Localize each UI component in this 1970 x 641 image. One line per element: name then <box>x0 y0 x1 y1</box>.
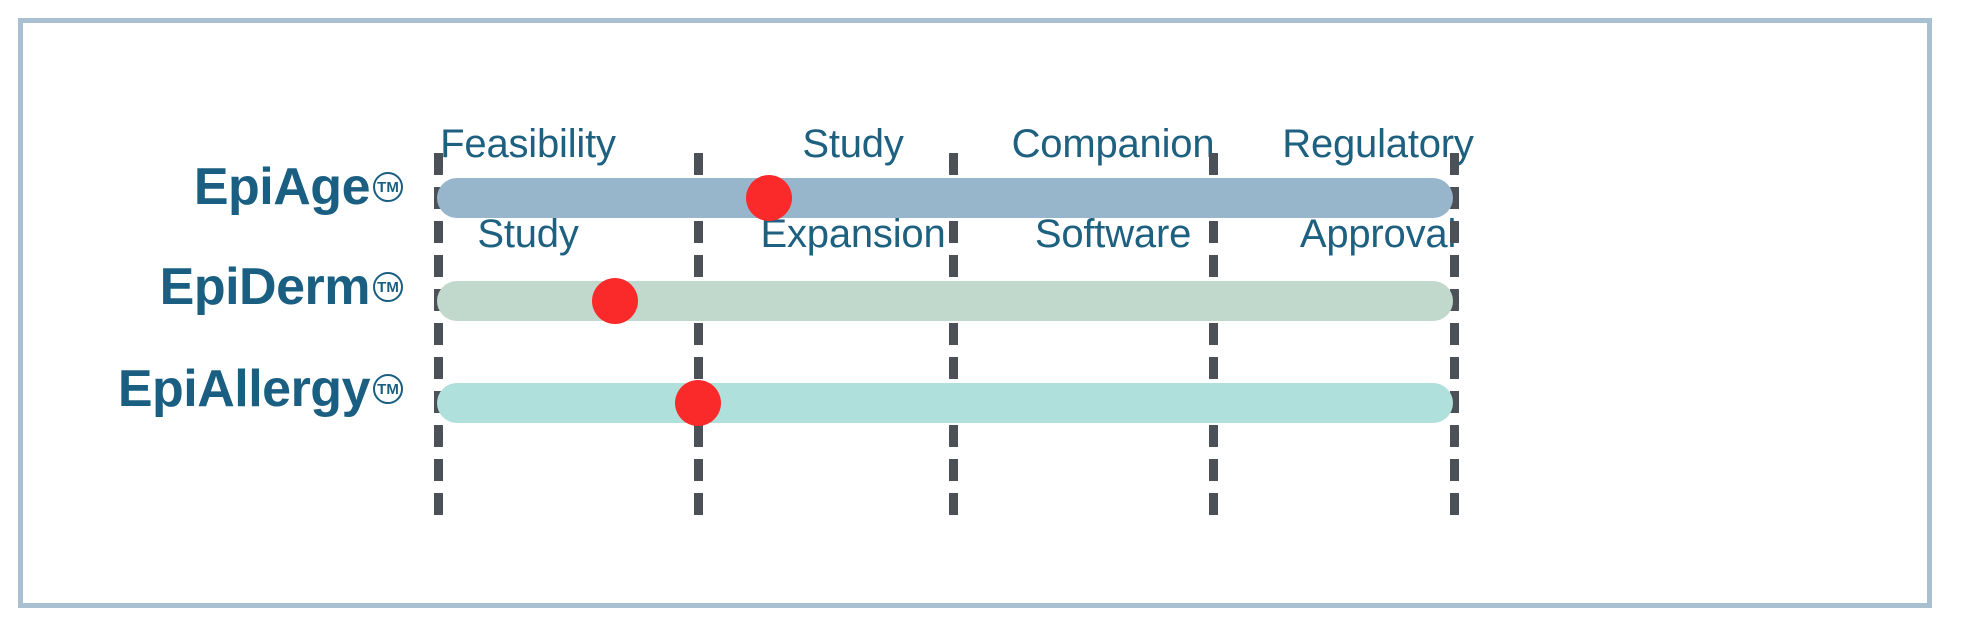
milestone-header-regulatory-approval: Regulatory Approval <box>1213 77 1543 302</box>
milestone-header-feasibility-study: Feasibility Study <box>363 77 693 302</box>
progress-track-epiallergy[interactable] <box>437 383 1453 423</box>
trademark-icon: TM <box>373 374 403 404</box>
milestone-header-line2: Study <box>477 212 579 256</box>
progress-marker-epiage[interactable] <box>746 175 792 221</box>
trademark-icon: TM <box>373 272 403 302</box>
progress-marker-epiderm[interactable] <box>592 278 638 324</box>
milestone-header-line2: Software <box>1034 212 1192 256</box>
product-name: EpiAge <box>193 158 371 216</box>
milestone-divider-start <box>434 153 443 523</box>
milestone-header-line1: Study <box>802 122 904 166</box>
milestone-header-line1: Companion <box>1011 122 1215 166</box>
milestone-header-companion-software: Companion Software <box>948 77 1278 302</box>
milestone-header-line2: Expansion <box>760 212 946 256</box>
milestone-divider-2 <box>949 153 958 523</box>
milestone-header-line1: Feasibility <box>440 122 616 166</box>
progress-track-epiage[interactable] <box>437 178 1453 218</box>
milestone-header-line2: Approval <box>1299 212 1457 256</box>
trademark-icon: TM <box>373 172 403 202</box>
progress-marker-epiallergy[interactable] <box>675 380 721 426</box>
milestone-divider-3 <box>1209 153 1218 523</box>
roadmap-frame: Feasibility Study Study Expansion Compan… <box>18 18 1932 608</box>
product-name: EpiDerm <box>159 258 371 316</box>
milestone-divider-end <box>1450 153 1459 523</box>
milestone-header-row: Feasibility Study Study Expansion Compan… <box>23 23 1927 603</box>
milestone-header-line1: Regulatory <box>1282 122 1474 166</box>
progress-track-epiderm[interactable] <box>437 281 1453 321</box>
milestone-divider-1 <box>694 153 703 523</box>
product-name: EpiAllergy <box>117 360 371 418</box>
milestone-header-study-expansion: Study Expansion <box>688 77 1018 302</box>
